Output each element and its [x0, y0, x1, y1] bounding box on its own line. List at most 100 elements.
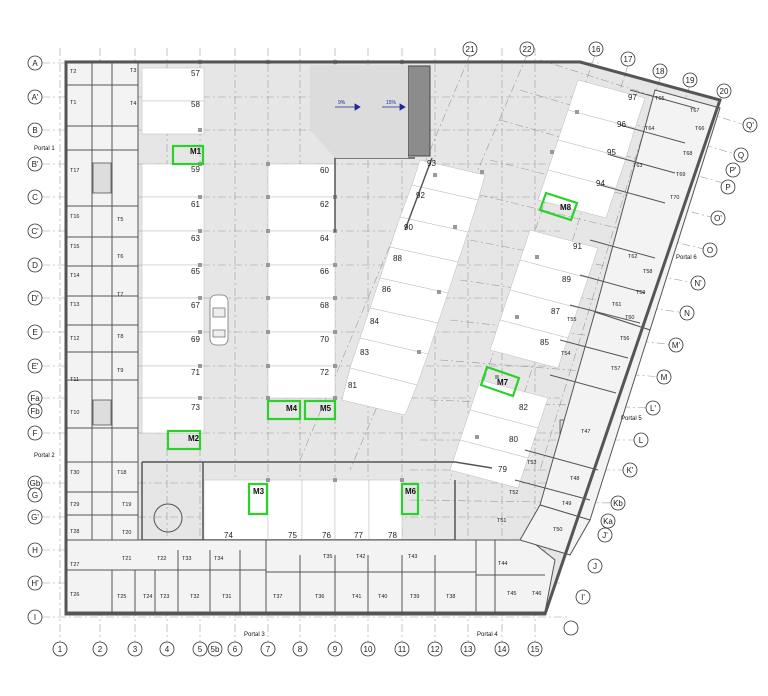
- svg-text:86: 86: [382, 285, 391, 294]
- ramp-arrows: [335, 103, 406, 111]
- storage-dividers-bottom: [266, 540, 545, 612]
- svg-text:T41: T41: [352, 594, 361, 600]
- svg-text:T56: T56: [620, 336, 629, 342]
- car-icon: [209, 294, 229, 346]
- svg-text:T5: T5: [117, 217, 123, 223]
- svg-text:T34: T34: [214, 556, 223, 562]
- svg-text:T42: T42: [356, 554, 365, 560]
- svg-text:T29: T29: [70, 502, 79, 508]
- svg-text:Q': Q': [746, 121, 754, 130]
- portal-label-3: Portal 3: [244, 632, 265, 638]
- svg-text:T16: T16: [70, 214, 79, 220]
- svg-text:T60: T60: [625, 315, 634, 321]
- svg-text:T51: T51: [497, 518, 506, 524]
- svg-text:15: 15: [531, 645, 540, 654]
- svg-text:T43: T43: [408, 554, 417, 560]
- turntable-icon: [153, 503, 183, 533]
- svg-text:T45: T45: [507, 591, 516, 597]
- svg-text:81: 81: [348, 381, 357, 390]
- svg-text:T54: T54: [561, 351, 570, 357]
- svg-text:84: 84: [370, 317, 379, 326]
- portal-label-5: Portal 5: [621, 416, 642, 422]
- svg-text:T61: T61: [612, 302, 621, 308]
- svg-text:1: 1: [58, 645, 63, 654]
- svg-text:T63: T63: [633, 163, 642, 169]
- svg-text:T20: T20: [122, 530, 131, 536]
- marker-m8-label: M8: [560, 203, 572, 212]
- svg-text:T22: T22: [157, 556, 166, 562]
- svg-text:73: 73: [191, 403, 200, 412]
- svg-text:F: F: [33, 429, 38, 438]
- svg-text:57: 57: [191, 69, 200, 78]
- svg-text:T27: T27: [70, 562, 79, 568]
- svg-text:89: 89: [562, 275, 571, 284]
- portal-label-2: Portal 2: [34, 453, 55, 459]
- svg-text:T3: T3: [130, 68, 136, 74]
- svg-text:3: 3: [133, 645, 138, 654]
- svg-text:80: 80: [509, 435, 518, 444]
- svg-text:71: 71: [191, 368, 200, 377]
- storage-labels-bottom: T35 T36 T37 T42 T43 T41 T40 T39 T38 T44 …: [273, 554, 541, 600]
- storage-labels-left: T2 T3 T1 T4 T17 T16 T5 T15 T6 T14 T7 T13…: [70, 68, 231, 600]
- svg-text:Gb: Gb: [30, 479, 41, 488]
- svg-text:T2: T2: [70, 69, 76, 75]
- svg-text:T69: T69: [676, 172, 685, 178]
- svg-text:6: 6: [233, 645, 238, 654]
- svg-text:64: 64: [320, 234, 329, 243]
- svg-text:9: 9: [333, 645, 338, 654]
- svg-text:B: B: [32, 126, 37, 135]
- svg-text:T70: T70: [670, 195, 679, 201]
- svg-text:59: 59: [191, 165, 200, 174]
- svg-text:T68: T68: [683, 151, 692, 157]
- marker-m4: [266, 399, 302, 421]
- svg-text:I: I: [34, 613, 36, 622]
- svg-text:B': B': [32, 160, 39, 169]
- svg-text:T24: T24: [143, 594, 152, 600]
- space-numbers-left: 57 58 59 61 63 65 67 69 71 73: [191, 69, 200, 412]
- svg-text:T23: T23: [160, 594, 169, 600]
- space-numbers-right: 97 96 95 94 91 89 87 85 82 80 79: [498, 93, 637, 474]
- svg-text:Fa: Fa: [30, 394, 40, 403]
- svg-text:M: M: [661, 373, 668, 382]
- svg-text:T11: T11: [70, 377, 79, 383]
- svg-text:11: 11: [398, 645, 407, 654]
- svg-text:97: 97: [628, 93, 637, 102]
- svg-text:D': D': [31, 294, 39, 303]
- svg-text:T36: T36: [315, 594, 324, 600]
- svg-text:79: 79: [498, 465, 507, 474]
- svg-text:T32: T32: [190, 594, 199, 600]
- svg-text:T62: T62: [628, 254, 637, 260]
- svg-text:T1: T1: [70, 100, 76, 106]
- svg-text:Q: Q: [738, 151, 744, 160]
- svg-text:T10: T10: [70, 410, 79, 416]
- svg-text:T37: T37: [273, 594, 282, 600]
- svg-text:19: 19: [686, 76, 695, 85]
- storage-block-bottom: [265, 539, 556, 613]
- space-numbers-diag: 93 92 90 88 86 84 83 81: [348, 159, 436, 390]
- svg-text:5: 5: [198, 645, 203, 654]
- svg-text:G: G: [32, 491, 38, 500]
- marker-m6-label: M6: [405, 487, 417, 496]
- marker-m3-label: M3: [253, 487, 265, 496]
- svg-text:22: 22: [523, 45, 532, 54]
- svg-text:63: 63: [191, 234, 200, 243]
- svg-text:5b: 5b: [211, 645, 220, 654]
- grid-bubbles: [27, 41, 758, 657]
- svg-text:G': G': [31, 513, 39, 522]
- svg-text:T53: T53: [527, 460, 536, 466]
- svg-text:67: 67: [191, 301, 200, 310]
- svg-text:T15: T15: [70, 244, 79, 250]
- svg-text:T18: T18: [117, 470, 126, 476]
- svg-text:T50: T50: [553, 527, 562, 533]
- svg-text:92: 92: [416, 191, 425, 200]
- storage-block-right: [519, 89, 721, 556]
- space-numbers-bottom: 74 75 76 77 78: [224, 531, 397, 540]
- svg-text:7: 7: [266, 645, 271, 654]
- ramp-wall: [407, 65, 431, 157]
- marker-m5: [303, 399, 337, 421]
- svg-text:T40: T40: [378, 594, 387, 600]
- svg-text:T6: T6: [117, 254, 123, 260]
- storage-labels-right: T65 T67 T64 T66 T63 T68 T69 T70 T62 T58 …: [497, 96, 704, 533]
- svg-text:60: 60: [320, 166, 329, 175]
- svg-text:10: 10: [364, 645, 373, 654]
